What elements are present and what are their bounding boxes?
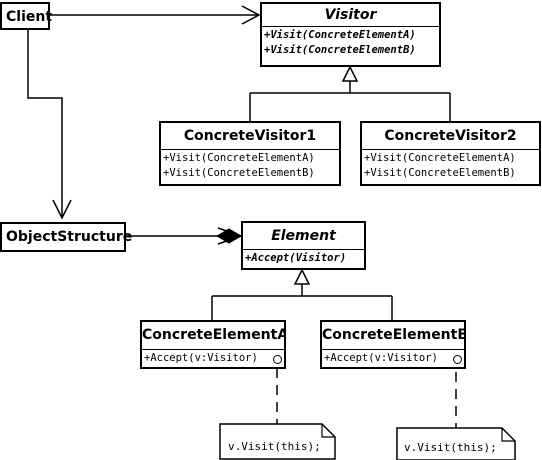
divider <box>161 149 339 150</box>
visitor-generalization <box>249 65 451 121</box>
client-box[interactable]: Client <box>0 2 53 30</box>
concrete-element-b-class[interactable]: ConcreteElementB +Accept(v:Visitor) <box>320 320 466 369</box>
divider <box>262 26 439 27</box>
divider <box>142 349 284 350</box>
operation: +Accept(Visitor) <box>245 252 347 264</box>
operation: +Visit(ConcreteElementB) <box>264 44 416 56</box>
element-operations: +Accept(Visitor) <box>243 250 364 266</box>
concrete-visitor2-class[interactable]: ConcreteVisitor2 +Visit(ConcreteElementA… <box>360 121 541 186</box>
concrete-element-a-class[interactable]: ConcreteElementA +Accept(v:Visitor) <box>140 320 286 369</box>
visitor-class[interactable]: Visitor +Visit(ConcreteElementA) +Visit(… <box>260 2 441 67</box>
divider <box>243 249 364 250</box>
concrete-visitor1-class[interactable]: ConcreteVisitor1 +Visit(ConcreteElementA… <box>159 121 341 186</box>
note-b-text: v.Visit(this); <box>404 441 497 454</box>
concrete-element-a-name: ConcreteElementA <box>142 327 284 343</box>
divider <box>362 149 539 150</box>
operation: +Accept(v:Visitor) <box>144 352 258 364</box>
operation: +Accept(v:Visitor) <box>324 352 438 364</box>
concrete-element-b-operations: +Accept(v:Visitor) <box>322 350 464 366</box>
concrete-visitor2-operations: +Visit(ConcreteElementA) +Visit(Concrete… <box>362 150 539 181</box>
client-visitor-association <box>48 5 261 25</box>
note-anchor-circle-icon <box>273 355 282 364</box>
concrete-element-b-name: ConcreteElementB <box>322 327 464 343</box>
client-objectstructure-association <box>27 29 72 220</box>
concrete-visitor2-name: ConcreteVisitor2 <box>384 128 517 144</box>
element-class-name: Element <box>271 228 336 244</box>
note-anchor-circle-icon <box>453 355 462 364</box>
element-generalization <box>211 268 393 320</box>
operation: +Visit(ConcreteElementA) <box>264 29 416 41</box>
visitor-operations: +Visit(ConcreteElementA) +Visit(Concrete… <box>262 27 439 58</box>
concrete-element-a-operations: +Accept(v:Visitor) <box>142 350 284 366</box>
divider <box>322 349 464 350</box>
operation: +Visit(ConcreteElementB) <box>364 167 516 179</box>
object-structure-box[interactable]: ObjectStructure <box>0 222 132 252</box>
operation: +Visit(ConcreteElementB) <box>163 167 315 179</box>
concrete-visitor1-operations: +Visit(ConcreteElementA) +Visit(Concrete… <box>161 150 339 181</box>
concrete-visitor1-name: ConcreteVisitor1 <box>183 128 317 144</box>
operation: +Visit(ConcreteElementA) <box>364 152 516 164</box>
note-a-text: v.Visit(this); <box>228 440 321 453</box>
object-structure-name: ObjectStructure <box>6 229 133 245</box>
operation: +Visit(ConcreteElementA) <box>163 152 315 164</box>
note-b: v.Visit(this); <box>396 427 516 460</box>
client-name: Client <box>6 9 53 25</box>
note-a: v.Visit(this); <box>219 423 336 460</box>
visitor-class-name: Visitor <box>324 7 377 23</box>
element-class[interactable]: Element +Accept(Visitor) <box>241 221 366 270</box>
objectstructure-element-aggregation <box>126 227 244 245</box>
